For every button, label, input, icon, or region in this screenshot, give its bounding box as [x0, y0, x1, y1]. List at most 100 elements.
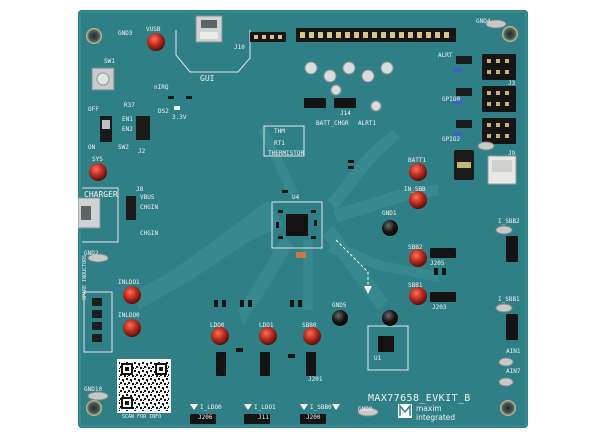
test-loops-top: [304, 61, 394, 112]
j205-label: J205: [430, 260, 445, 267]
ground-test-points: [87, 19, 514, 417]
j201-label: J201: [308, 376, 323, 383]
evaluation-board: MAX77658_EVKIT_B maxim integrated GUI CH…: [78, 10, 528, 428]
gnd1-label: GND1: [382, 210, 397, 217]
j8-label: J8: [136, 186, 144, 193]
j14-label: J14: [340, 110, 351, 117]
dashed-guide-arrow: [364, 286, 372, 294]
ds2-label: DS2: [158, 108, 169, 115]
red-post-inldo1: [123, 286, 141, 304]
mounting-hole-top-right: [502, 26, 518, 42]
j10-label: J10: [234, 44, 245, 51]
i-ldo1-label: I_LDO1: [254, 404, 276, 411]
header-j6: [126, 196, 136, 220]
u1-ic: [378, 336, 394, 352]
off-label: OFF: [88, 106, 99, 113]
nirq-label: nIRQ: [154, 84, 169, 91]
i-sbb0-label: I_SBB0: [310, 404, 332, 411]
batt-chgr-label: BATT_CHGR: [316, 120, 349, 127]
red-post-ldo0: [211, 327, 229, 345]
i-ldo0-label: I_LDO0: [200, 404, 222, 411]
headers-right: [454, 54, 516, 144]
part-number-label: MAX77658_EVKIT_B: [368, 393, 471, 404]
j206-label: J206: [198, 414, 213, 421]
charger-label: CHARGER: [84, 190, 118, 199]
red-post-sbb2: [409, 249, 427, 267]
bottom-arrows: [190, 404, 340, 410]
trace-down: [303, 240, 313, 310]
sbb2-label: SBB2: [408, 244, 423, 251]
alrt1-label: ALRT1: [358, 120, 377, 127]
gnd4-label: GND4: [476, 18, 491, 25]
gpio0-label: GPIO0: [442, 96, 461, 103]
red-test-posts: [89, 33, 427, 345]
trace-up-left: [258, 126, 298, 195]
u1-label: U1: [374, 355, 382, 362]
inldo1-label: INLDO1: [118, 279, 140, 286]
u4-label: U4: [292, 194, 300, 201]
black-post-gnd6: [332, 310, 348, 326]
j2-label: J2: [138, 148, 146, 155]
vusb-label: VUSB: [146, 26, 161, 33]
j11-label: J11: [258, 414, 269, 421]
ldo1-label: LDO1: [259, 322, 274, 329]
black-test-posts: [332, 220, 398, 326]
pmic-inductor: [296, 252, 306, 258]
batt1-label: BATT1: [408, 157, 427, 164]
mounting-hole-bottom-right: [500, 400, 516, 416]
spare-inductors: [92, 298, 102, 342]
gpio2-label: GPIO2: [442, 136, 461, 143]
thm-label: THM: [274, 128, 285, 135]
pmic-outline: [271, 201, 323, 249]
slide-switch-knob: [102, 120, 110, 129]
black-post-gnd7: [382, 310, 398, 326]
charger-outline: [82, 187, 119, 243]
i-sbb1-label: I_SBB1: [498, 296, 520, 303]
trace-right-low: [328, 240, 440, 282]
red-post-inldo0: [123, 319, 141, 337]
on-label: ON: [88, 144, 96, 151]
thermistor-outline: [263, 125, 305, 157]
gnd2-label: GND2: [84, 250, 99, 257]
header-j1-pins: [254, 35, 282, 39]
mounting-holes: [86, 26, 518, 416]
mounting-hole-top-left: [86, 28, 102, 44]
trace-left: [138, 200, 283, 310]
red-post-sbb0: [303, 327, 321, 345]
red-post-batt1: [409, 163, 427, 181]
gnd8-label: GND8: [358, 406, 373, 413]
dashed-guide-line: [335, 239, 369, 290]
chgin-2-label: CHGIN: [140, 230, 159, 237]
j9-label: J9: [508, 150, 516, 157]
red-post-in-sbb: [409, 191, 427, 209]
charger-usb-port: [81, 206, 91, 220]
red-post-vusb: [147, 33, 165, 51]
gui-outline: [175, 30, 251, 73]
sbb0-label: SBB0: [302, 322, 317, 329]
gui-usb-port: [201, 20, 217, 28]
gnd5-label: GND5: [332, 302, 347, 309]
spare-inductors-label: SPARE INDUCTORS: [82, 254, 88, 300]
smd-components: [168, 96, 446, 358]
ldo0-label: LDO0: [210, 322, 225, 329]
mounting-hole-bottom-left: [86, 400, 102, 416]
spare-inductors-outline: [83, 291, 113, 353]
en2-label: EN2: [122, 126, 133, 133]
header-j4: [482, 86, 516, 112]
scan-label: SCAN FOR INFO: [122, 414, 162, 420]
gnd10-label: GND10: [84, 386, 103, 393]
push-button-cap: [96, 72, 110, 86]
trace-up-right: [328, 130, 400, 210]
u1-outline: [367, 325, 409, 371]
i-sbb2-label: I_SBB2: [498, 218, 520, 225]
gui-usb-tab: [200, 32, 218, 39]
ain7-label: AIN7: [506, 368, 521, 375]
black-post-gnd1: [382, 220, 398, 236]
inldo0-label: INLDO0: [118, 312, 140, 319]
sw2-label: SW2: [118, 144, 129, 151]
leds: [174, 106, 180, 110]
alrt-label: ALRT: [438, 52, 453, 59]
gnd3-label: GND3: [118, 30, 133, 37]
header-j3: [482, 54, 516, 80]
